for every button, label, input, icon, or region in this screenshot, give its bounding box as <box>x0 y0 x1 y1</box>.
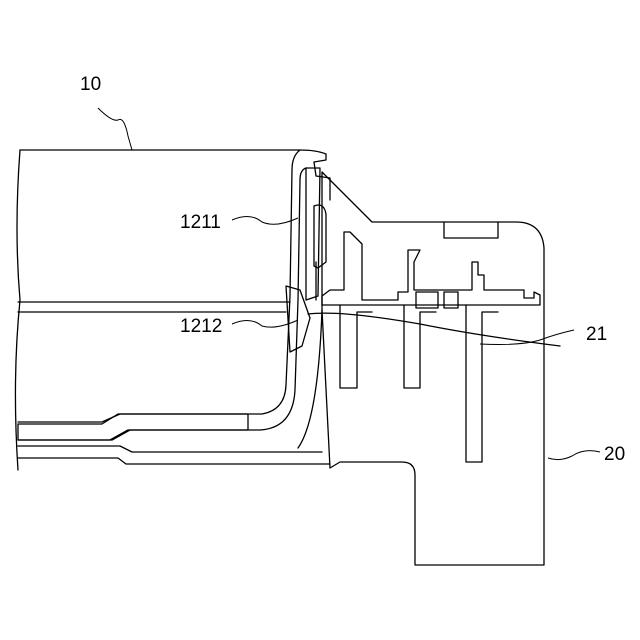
label-1212: 1212 <box>180 316 222 337</box>
seal-21 <box>308 313 560 346</box>
member-20-cavity <box>322 232 540 462</box>
label-20: 20 <box>604 444 625 465</box>
member-20-housing <box>322 172 544 565</box>
leader-lines <box>98 108 600 460</box>
label-1211: 1211 <box>180 212 221 233</box>
member-10-container <box>15 150 330 470</box>
label-21: 21 <box>586 324 607 345</box>
label-10: 10 <box>80 74 101 95</box>
